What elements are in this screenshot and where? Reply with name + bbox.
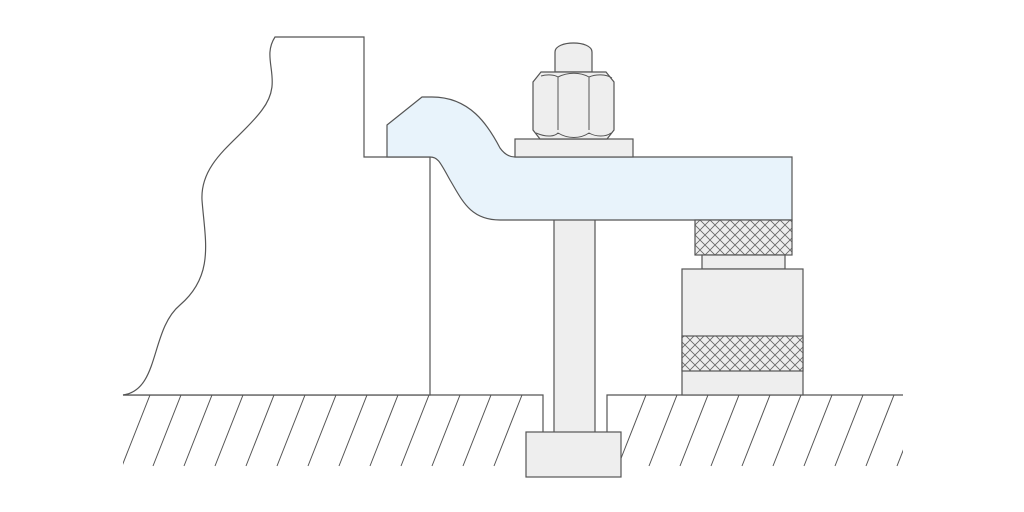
clamp-bar [386, 96, 793, 221]
hatch-line [369, 395, 399, 467]
hatch-line [896, 449, 903, 467]
hatch-line [617, 395, 647, 467]
hatch-line [183, 395, 213, 467]
hatch-line [307, 395, 337, 467]
adjuster-body [681, 268, 804, 396]
knurled-top [694, 219, 793, 256]
hatch-line [462, 395, 492, 467]
bolt-tip [554, 42, 593, 73]
height-adjuster [681, 219, 804, 396]
table-base [123, 394, 903, 467]
hatch-line [400, 395, 430, 467]
hatch-line [834, 395, 864, 467]
hex-nut [532, 42, 615, 140]
knurled-band [681, 335, 804, 372]
washer [514, 138, 634, 158]
hatch-line [431, 395, 461, 467]
workpiece [122, 36, 431, 396]
hatch-line [710, 395, 740, 467]
hatch-line [152, 395, 182, 467]
ground-line [123, 394, 903, 432]
hatch-line [741, 395, 771, 467]
hatch-line [245, 395, 275, 467]
hatch-line [679, 395, 709, 467]
hatch-line [772, 395, 802, 467]
hatch-line [865, 395, 895, 467]
t-bolt-head [525, 431, 622, 478]
hatch-line [803, 395, 833, 467]
hatch-line [338, 395, 368, 467]
hatch-line [214, 395, 244, 467]
adjuster-neck [701, 254, 786, 270]
hatch-line [648, 395, 678, 467]
t-bolt [525, 214, 622, 478]
hatch-line [276, 395, 306, 467]
hatch-line [123, 395, 151, 465]
hatch-line [493, 395, 523, 467]
